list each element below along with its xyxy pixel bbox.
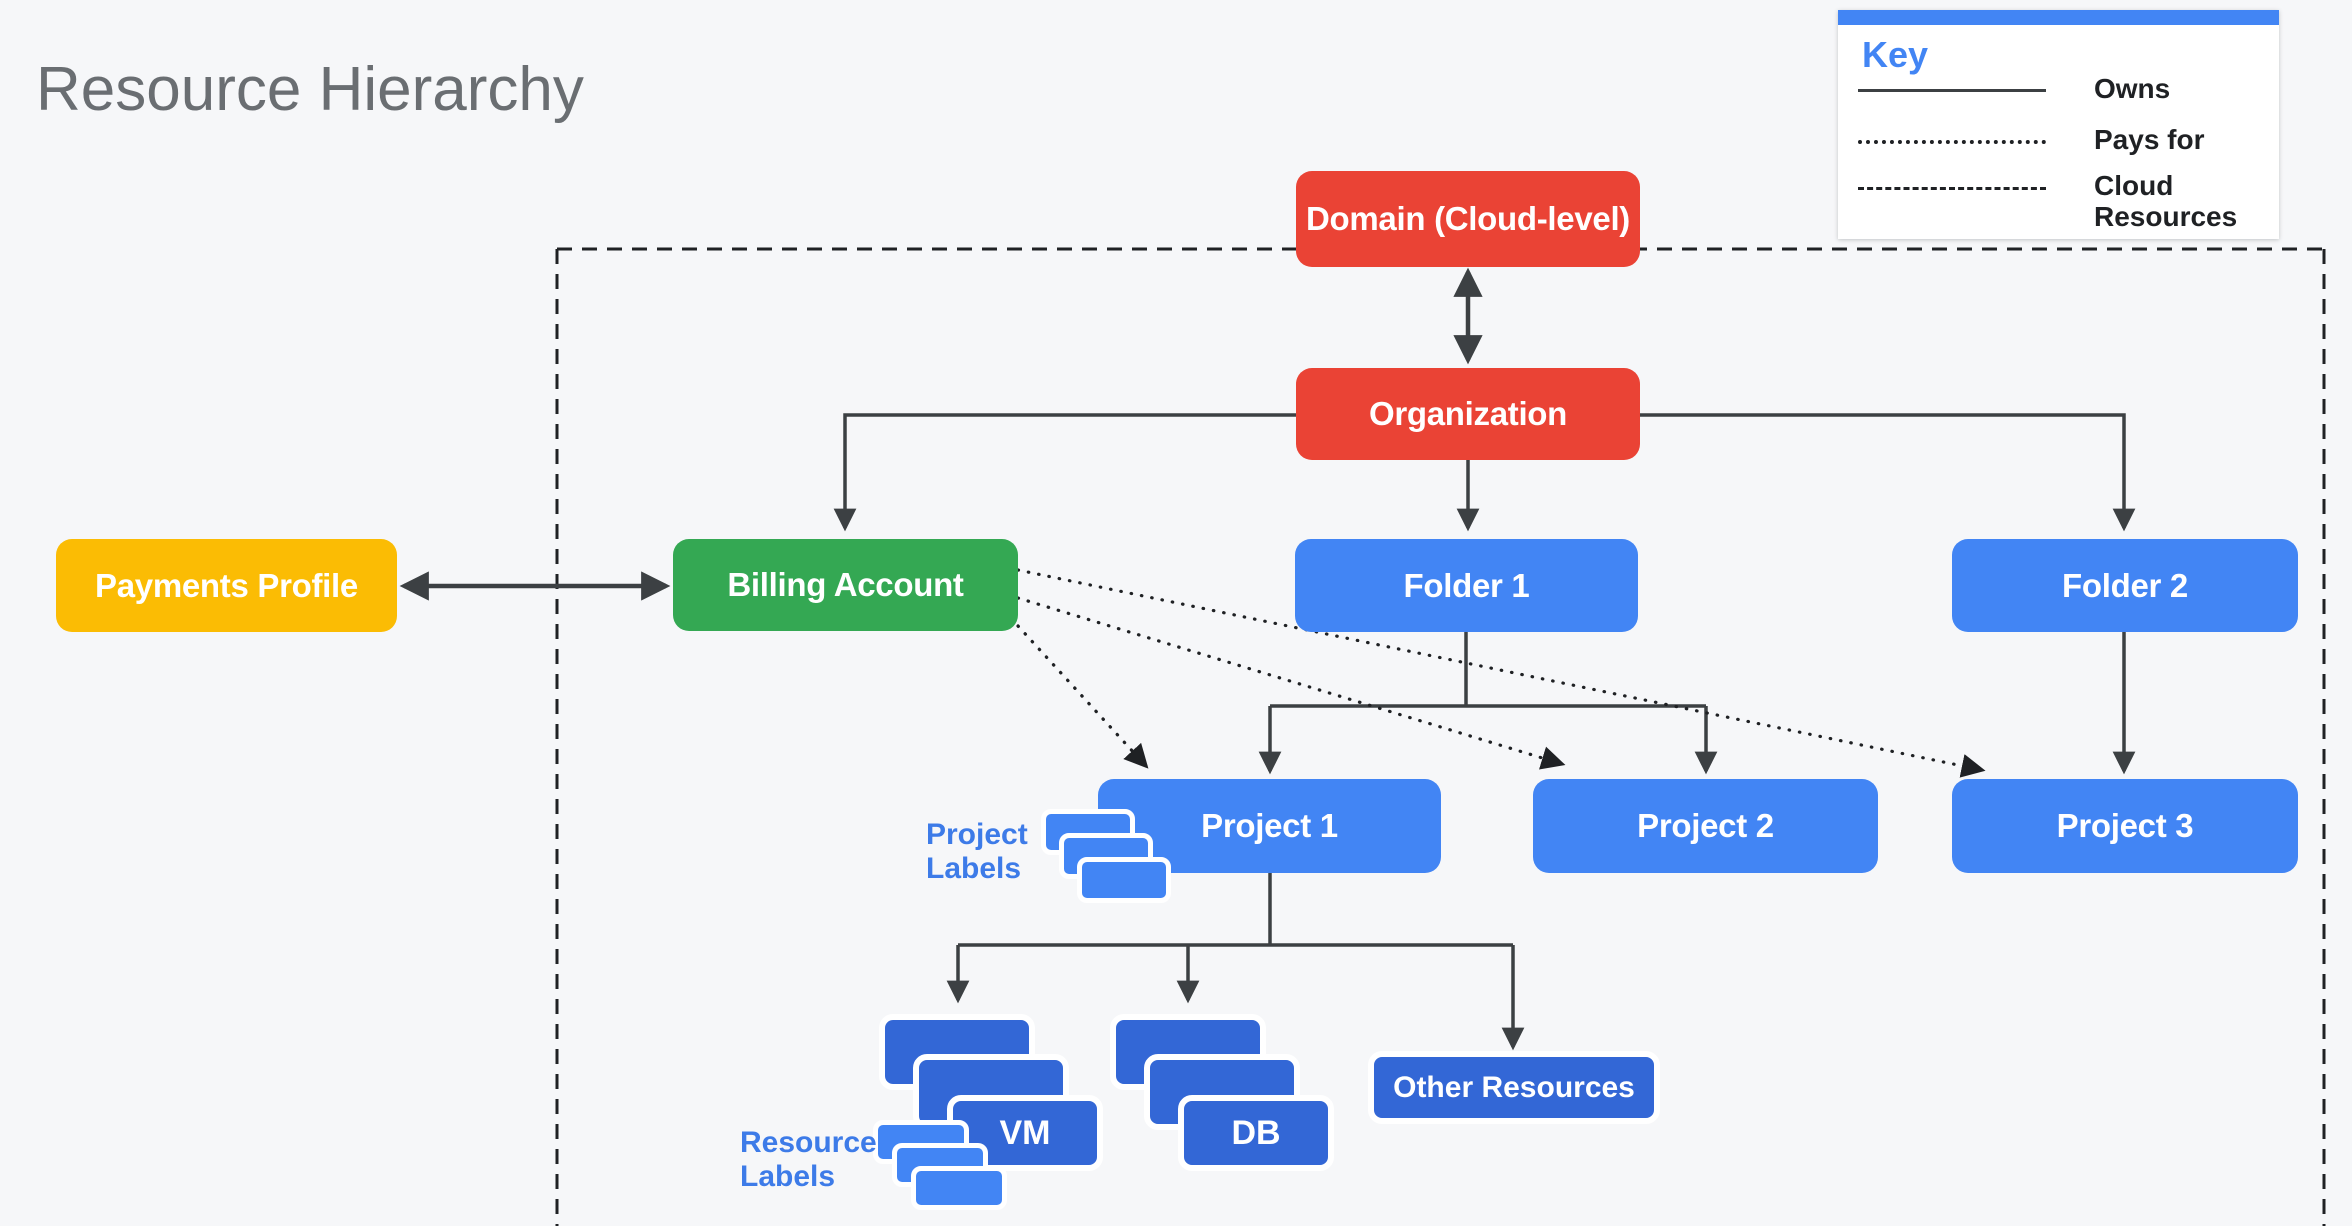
legend-label-pays-for: Pays for <box>2094 124 2205 155</box>
legend-label-owns: Owns <box>2094 73 2171 104</box>
organization-folder2-link <box>1640 413 2136 532</box>
node-folder-1: Folder 1 <box>1295 539 1638 632</box>
page-title: Resource Hierarchy <box>36 55 584 124</box>
billing-project1-paysfor <box>1016 624 1149 769</box>
node-project-1: Project 1 <box>1098 779 1441 873</box>
billing-project3-paysfor <box>1016 568 1986 778</box>
node-organization: Organization <box>1296 368 1640 460</box>
legend-title: Key <box>1862 34 1929 75</box>
node-project-3: Project 3 <box>1952 779 2298 873</box>
pays-for-line-sample <box>1858 140 2046 144</box>
project1-resources-rail <box>958 873 1513 947</box>
cloud-resources-line-sample <box>1858 187 2046 190</box>
db-stack-front-card: DB <box>1178 1095 1334 1171</box>
resource-label-chip-icon <box>911 1166 1007 1210</box>
node-folder-2: Folder 2 <box>1952 539 2298 632</box>
node-billing-account: Billing Account <box>673 539 1018 631</box>
legend-panel: Key Owns Pays for Cloud Resources <box>1838 10 2279 239</box>
project-label-chip-icon <box>1077 857 1171 903</box>
organization-billing-link <box>833 413 1296 532</box>
legend-accent-bar <box>1838 10 2279 25</box>
legend-label-cloud-resources: Cloud Resources <box>2094 170 2238 232</box>
node-domain: Domain (Cloud-level) <box>1296 171 1640 267</box>
resource-labels-annotation: Resource Labels <box>740 1126 877 1193</box>
node-project-2: Project 2 <box>1533 779 1878 873</box>
folder1-projects-rail <box>1270 632 1706 708</box>
project-labels-annotation: Project Labels <box>926 818 1028 885</box>
node-other-resources: Other Resources <box>1368 1051 1660 1124</box>
owns-line-sample <box>1858 89 2046 92</box>
node-payments-profile: Payments Profile <box>56 539 397 632</box>
billing-project2-paysfor <box>1016 596 1566 770</box>
